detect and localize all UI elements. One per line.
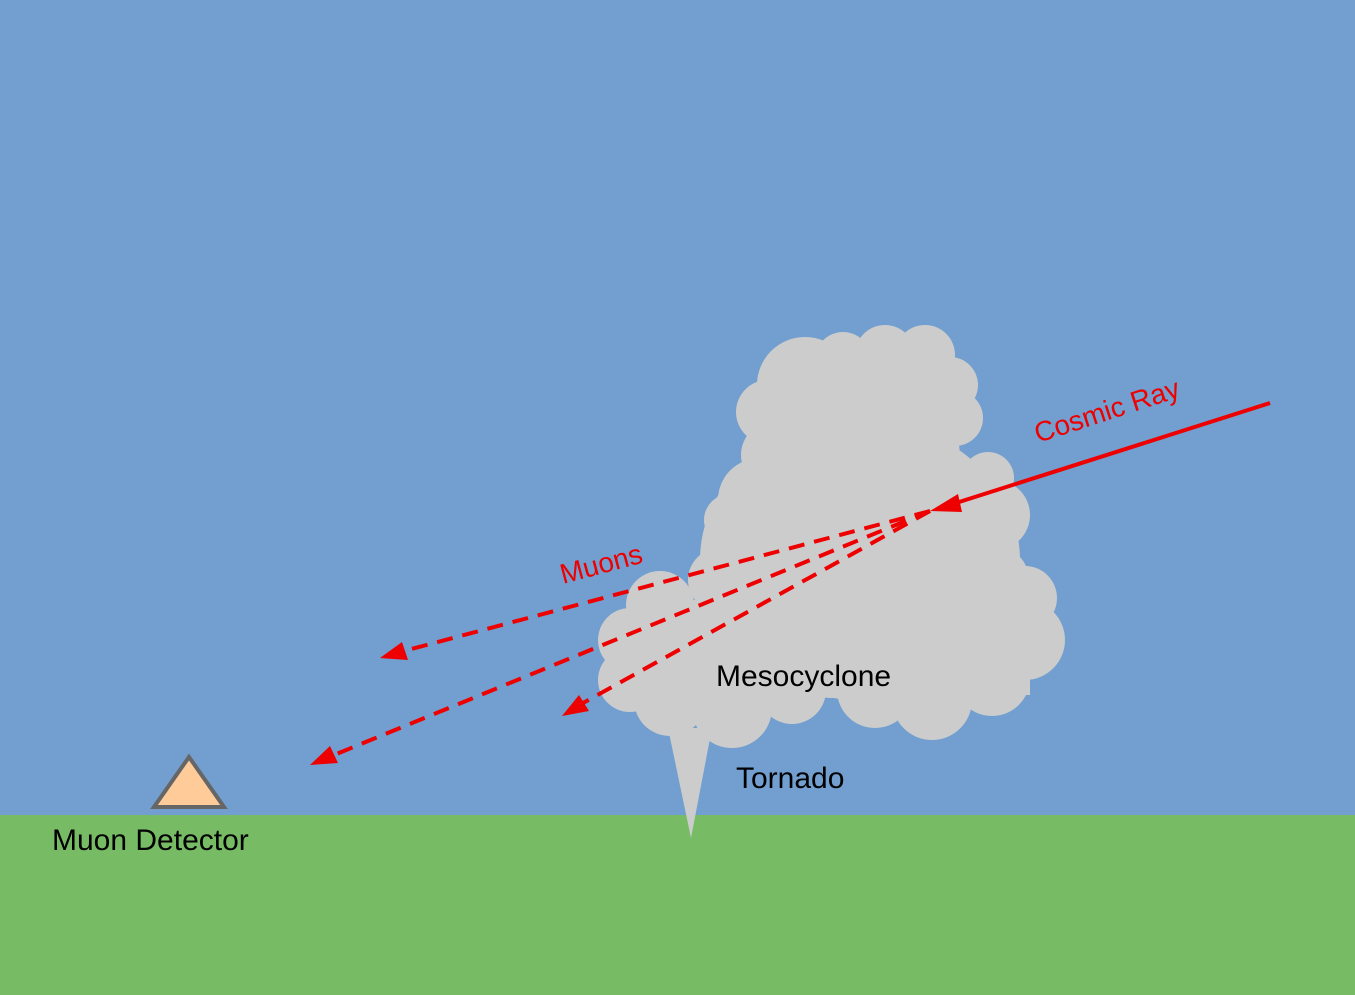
- muon-arrowhead-1: [380, 642, 408, 660]
- muon-tracks: [310, 509, 931, 765]
- muon-detector-label: Muon Detector: [52, 824, 249, 857]
- muon-arrowhead-2: [310, 746, 338, 765]
- muon-track-3: [582, 509, 931, 705]
- triangle-icon: [150, 753, 228, 809]
- mesocyclone-cloud: [598, 325, 1065, 748]
- muon-track-1: [403, 509, 931, 653]
- mesocyclone-label: Mesocyclone: [716, 660, 891, 693]
- cosmic-ray-arrowhead: [930, 494, 962, 512]
- muon-arrowhead-3: [562, 695, 589, 716]
- tornado-label: Tornado: [736, 762, 844, 795]
- ground: [0, 815, 1355, 995]
- muon-track-2: [333, 509, 931, 757]
- cosmic-ray-arrow: [930, 401, 1271, 512]
- tornado-funnel: [668, 728, 712, 838]
